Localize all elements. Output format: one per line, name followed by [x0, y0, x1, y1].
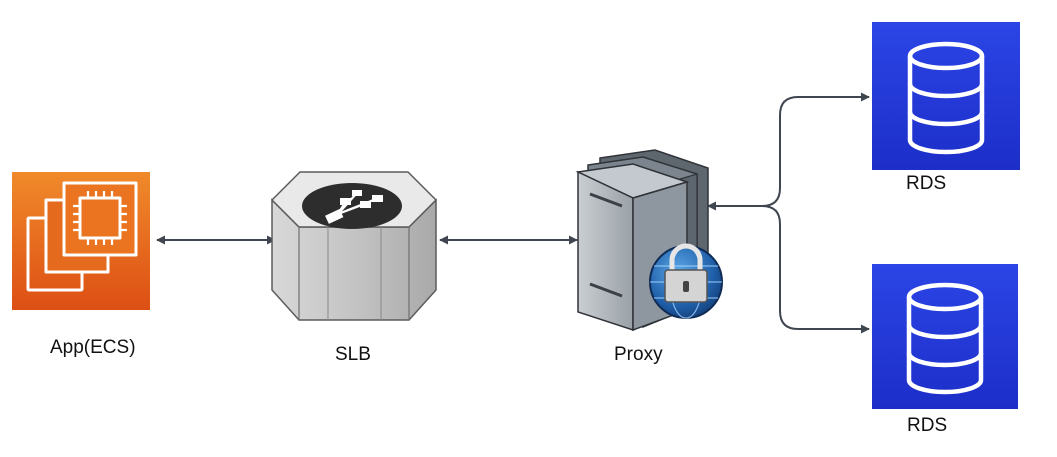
database-icon[interactable]: [872, 264, 1018, 409]
secure-server-icon[interactable]: [575, 149, 723, 332]
app-ecs-label: App(ECS): [50, 337, 136, 358]
load-balancer-icon[interactable]: [270, 171, 438, 321]
slb-label: SLB: [335, 344, 371, 365]
edge-proxy-rds1: [707, 92, 870, 211]
edge-proxy-rds2: [708, 205, 870, 334]
database-icon[interactable]: [872, 22, 1020, 170]
rds-label-top: RDS: [906, 173, 947, 194]
rds-label-bottom: RDS: [907, 415, 948, 436]
lock-icon: [649, 243, 723, 319]
ecs-instance-icon[interactable]: [12, 172, 150, 310]
connectors: [156, 92, 870, 334]
proxy-label: Proxy: [614, 344, 663, 365]
